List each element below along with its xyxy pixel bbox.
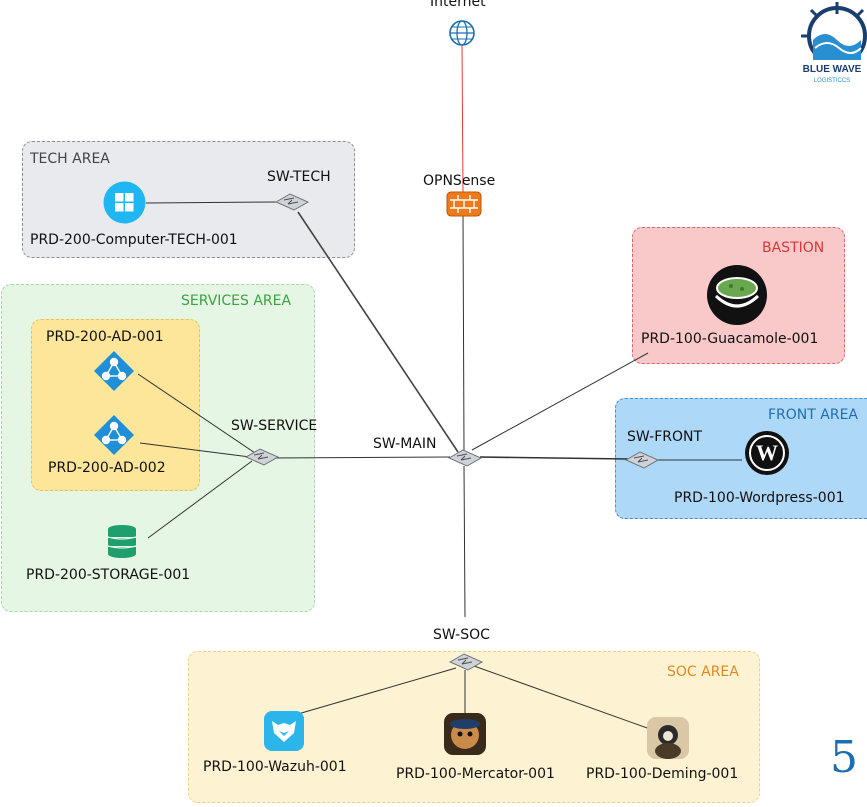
blue-wave-logo: BLUE WAVE LOGISTICCS bbox=[797, 2, 867, 84]
link-computer-sw-tech bbox=[145, 201, 279, 204]
soc-area-label: SOC AREA bbox=[667, 664, 739, 680]
globe-icon bbox=[449, 20, 475, 46]
switch-icon bbox=[624, 451, 660, 469]
ad1-label: PRD-200-AD-001 bbox=[46, 329, 164, 345]
link-internet-opnsense bbox=[461, 44, 464, 193]
active-directory-icon bbox=[94, 415, 134, 455]
computer-tech-label: PRD-200-Computer-TECH-001 bbox=[30, 232, 238, 248]
page-number: 5 bbox=[830, 732, 858, 783]
firewall-icon bbox=[446, 191, 482, 217]
link-sw-soc-wazuh bbox=[297, 667, 457, 715]
link-storage-sw-service bbox=[147, 460, 253, 539]
svg-text:W: W bbox=[756, 440, 778, 465]
windows-icon bbox=[103, 181, 146, 224]
link-sw-main-sw-soc bbox=[463, 465, 466, 618]
mercator-label: PRD-100-Mercator-001 bbox=[396, 766, 555, 782]
sw-front-label: SW-FRONT bbox=[627, 429, 703, 445]
wordpress-label: PRD-100-Wordpress-001 bbox=[674, 490, 845, 506]
link-ad2-sw-service bbox=[139, 442, 251, 458]
active-directory-icon bbox=[94, 351, 134, 391]
deming-label: PRD-100-Deming-001 bbox=[586, 766, 739, 782]
ad-group-zone bbox=[31, 319, 200, 491]
front-area-label: FRONT AREA bbox=[768, 407, 859, 423]
switch-icon bbox=[274, 193, 310, 211]
link-sw-main-sw-front bbox=[479, 456, 629, 460]
guacamole-label: PRD-100-Guacamole-001 bbox=[641, 331, 819, 347]
link-ad1-sw-service bbox=[137, 373, 256, 454]
wazuh-icon bbox=[264, 711, 304, 751]
link-sw-soc-deming bbox=[473, 665, 651, 730]
logo-text-main: BLUE WAVE bbox=[803, 64, 862, 75]
sw-tech-label: SW-TECH bbox=[267, 169, 331, 185]
mercator-icon bbox=[444, 713, 486, 755]
guacamole-icon bbox=[707, 265, 767, 325]
bastion-label: BASTION bbox=[762, 240, 825, 256]
ad2-label: PRD-200-AD-002 bbox=[48, 460, 166, 476]
internet-label: Internet bbox=[430, 0, 486, 10]
logo-text-sub: LOGISTICCS bbox=[814, 78, 850, 84]
opnsense-label: OPNSense bbox=[423, 173, 496, 189]
link-guacamole-sw-main bbox=[471, 352, 649, 451]
wazuh-label: PRD-100-Wazuh-001 bbox=[203, 759, 347, 775]
deming-icon bbox=[647, 717, 689, 759]
wordpress-icon: W bbox=[745, 431, 789, 475]
tech-area-label: TECH AREA bbox=[30, 151, 110, 167]
link-sw-service-sw-main bbox=[269, 456, 451, 459]
link-sw-tech-sw-main bbox=[297, 211, 459, 453]
sw-soc-label: SW-SOC bbox=[433, 627, 490, 643]
switch-icon bbox=[447, 449, 483, 467]
switch-icon bbox=[448, 653, 484, 671]
services-area-label: SERVICES AREA bbox=[181, 293, 292, 309]
link-opnsense-sw-main bbox=[462, 215, 465, 451]
sw-service-label: SW-SERVICE bbox=[231, 418, 318, 434]
database-icon bbox=[107, 525, 137, 558]
storage-label: PRD-200-STORAGE-001 bbox=[26, 567, 191, 583]
switch-icon bbox=[244, 448, 280, 466]
sw-main-label: SW-MAIN bbox=[373, 436, 437, 452]
